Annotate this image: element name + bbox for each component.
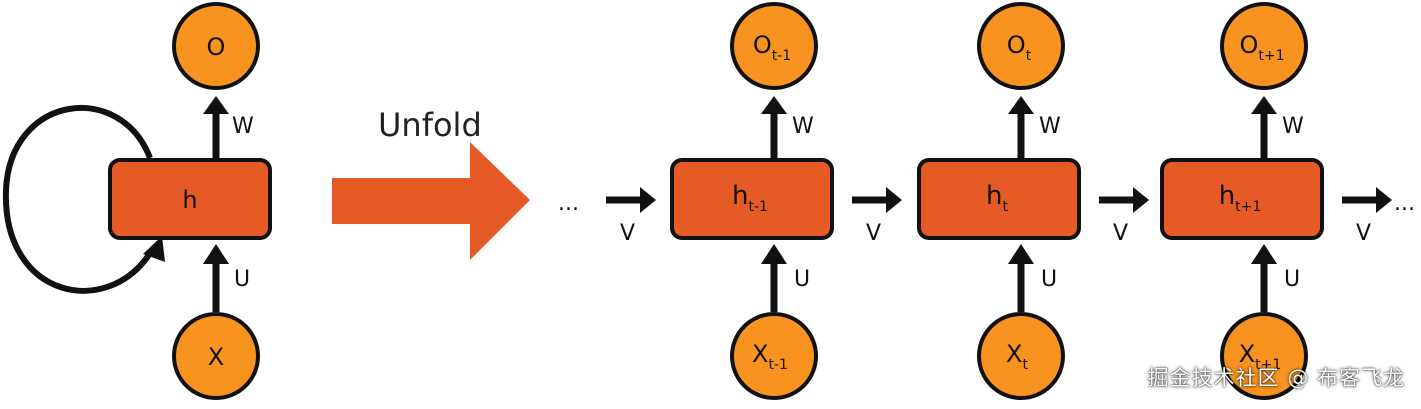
trailing-ellipsis: ... — [1394, 191, 1415, 216]
v-label-2: V — [1356, 221, 1371, 246]
watermark: 掘金技术社区 @ 布客飞龙 — [1147, 366, 1405, 390]
u-label: U — [234, 267, 250, 292]
v-label-1: V — [1113, 221, 1128, 246]
hidden-label-2: ht+1 — [1219, 181, 1262, 215]
hidden-node-2 — [1160, 158, 1324, 240]
input-label-0: Xt-1 — [752, 340, 788, 373]
unfold-arrow — [332, 142, 530, 260]
u-label-1: U — [1041, 267, 1057, 292]
output-node — [172, 2, 260, 90]
input-node — [172, 312, 260, 400]
hidden-label: h — [182, 186, 197, 214]
recurrent-loop-arrow — [2, 104, 155, 294]
u-arrowhead-0 — [761, 244, 787, 264]
hidden-node — [108, 158, 272, 240]
input-node-1 — [977, 312, 1065, 400]
w-label-2: W — [1282, 114, 1304, 139]
recurrent-loop-arrowhead — [143, 236, 165, 262]
u-label-0: U — [794, 267, 810, 292]
input-label-1: Xt — [1006, 340, 1028, 373]
v-label-0: V — [866, 221, 881, 246]
v-arrow-2-head — [1376, 187, 1392, 213]
w-label-1: W — [1039, 114, 1061, 139]
w-label: W — [232, 114, 254, 139]
output-label-0: Ot-1 — [753, 31, 791, 64]
input-label: X — [208, 343, 224, 371]
u-label-2: U — [1284, 267, 1300, 292]
leading-ellipsis: ... — [558, 191, 579, 216]
v-arrow-0-head — [886, 187, 902, 213]
hidden-label-1: ht — [986, 181, 1008, 215]
u-arrowhead-1 — [1008, 244, 1034, 264]
input-label-2: Xt+1 — [1239, 340, 1282, 373]
output-label: O — [207, 33, 226, 61]
hidden-node-1 — [917, 158, 1081, 240]
folded-rnn: O W h U X — [2, 2, 272, 400]
v-arrow-in-head — [640, 187, 656, 213]
output-node-0 — [730, 2, 818, 90]
w-arrowhead-2 — [1251, 96, 1277, 114]
u-arrowhead — [203, 244, 229, 264]
hidden-label-0: ht-1 — [732, 181, 768, 215]
unfold-label: Unfold — [378, 106, 482, 144]
w-label-0: W — [792, 114, 814, 139]
output-label-2: Ot+1 — [1239, 31, 1284, 64]
unfold-arrow-group: Unfold — [332, 106, 530, 260]
output-label-1: Ot — [1007, 31, 1032, 64]
output-node-1 — [977, 2, 1065, 90]
w-arrowhead-1 — [1008, 96, 1034, 114]
v-arrow-1-head — [1133, 187, 1149, 213]
output-node-2 — [1220, 2, 1308, 90]
hidden-node-0 — [670, 158, 834, 240]
input-node-0 — [730, 312, 818, 400]
w-arrowhead-0 — [761, 96, 787, 114]
u-arrowhead-2 — [1251, 244, 1277, 264]
input-node-2 — [1220, 312, 1308, 400]
v-label-in: V — [620, 221, 635, 246]
w-arrowhead — [203, 96, 229, 114]
